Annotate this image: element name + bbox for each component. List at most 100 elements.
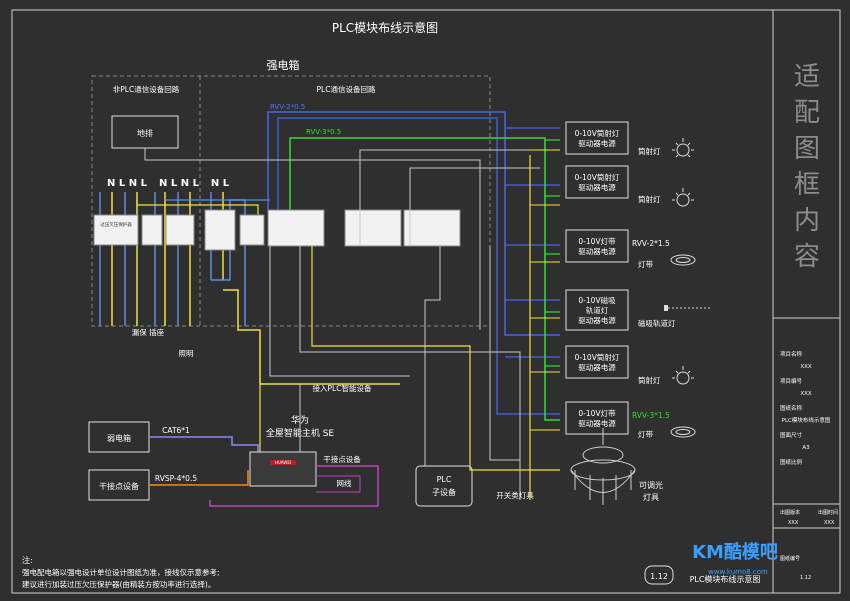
title-field-label: 图面尺寸	[780, 431, 803, 439]
cabinet-title: 强电箱	[267, 58, 300, 72]
driver-label: 驱动器电源	[578, 182, 616, 192]
driver-label: 驱动器电源	[578, 315, 616, 325]
huawei-logo	[270, 460, 296, 465]
network-label: 网线	[337, 478, 352, 488]
driver-box-3	[565, 229, 629, 263]
note-heading: 注:	[22, 555, 33, 565]
zone-plc-label: PLC通信设备回路	[317, 84, 376, 94]
nl-group-2-label: N L N L	[159, 178, 200, 189]
vertical-title-char: 容	[794, 242, 820, 272]
plc-green-route	[289, 137, 560, 421]
breaker-caption: 过压欠压保护器	[100, 221, 132, 228]
version-left-label: 出图版本	[780, 509, 800, 516]
driver-group	[565, 121, 629, 435]
cabinet-box	[91, 75, 491, 327]
driver-label: 0-10V筒射灯	[575, 172, 620, 182]
lamp-icons	[664, 138, 712, 438]
driver-label: 驱动器电源	[578, 138, 616, 148]
vertical-title-char: 配	[794, 98, 820, 128]
switch-lamp-label: 开关类灯具	[496, 490, 534, 500]
driver-box-2	[565, 165, 629, 199]
downlight-icon	[672, 366, 694, 385]
sheet-number: 1.12	[650, 572, 668, 581]
rvv-3-15-label: RVV-3*1.5	[632, 411, 670, 420]
watermark-url: www.kumo8.com	[708, 568, 768, 576]
weak-box-label: 弱电箱	[107, 433, 131, 443]
diagram-title: PLC模块布线示意图	[332, 20, 438, 35]
driver-box-4	[565, 289, 629, 331]
light-strip-icon	[670, 254, 696, 266]
leakage-socket-label: 漏保 插座	[132, 327, 165, 337]
note-line-2: 建议进行加装过压欠压保护器(由精装方按功率进行选择)。	[22, 579, 215, 589]
chandelier-icon	[570, 428, 636, 505]
title-field-value: XXX	[800, 364, 812, 370]
driver-box-6	[565, 401, 629, 435]
driver-box-1	[565, 121, 629, 155]
load-label: 筒射灯	[638, 375, 661, 385]
network-wire	[209, 465, 379, 507]
title-field-label: 项目名称	[780, 350, 803, 358]
host-badge: HUAWEI	[275, 460, 291, 465]
dimmable-lamp-label-line2: 灯具	[643, 492, 659, 502]
load-label: 灯带	[638, 259, 653, 269]
live-wires	[311, 149, 560, 500]
driver-label: 驱动器电源	[578, 362, 616, 372]
footer-title: PLC模块布线示意图	[690, 574, 761, 584]
rvv-green-label: RVV-3*0.5	[306, 128, 341, 136]
version-left-value: XXX	[788, 520, 799, 526]
title-field-label: 图纸名称	[780, 404, 803, 412]
title-field-value: XXX	[800, 391, 812, 397]
breaker-modules: 过压欠压保护器	[93, 209, 461, 251]
network-loop	[316, 475, 361, 493]
track-light-icon	[664, 305, 712, 311]
title-field-value: PLC模块布线示意图	[782, 416, 831, 424]
watermark-logo: KM酷模吧	[692, 541, 778, 563]
zone-non-plc-label: 非PLC通信设备回路	[113, 84, 180, 94]
vertical-title-char: 适	[794, 62, 820, 92]
driver-label: 0-10V灯带	[578, 236, 616, 246]
signal-wires	[144, 148, 540, 500]
plc-sub-box	[415, 465, 473, 507]
huawei-host-box	[249, 451, 317, 487]
downlight-icon	[672, 138, 694, 158]
sheet-number-badge	[644, 565, 674, 585]
load-label: 筒射灯	[638, 194, 661, 204]
driver-label: 驱动器电源	[578, 246, 616, 256]
rvsp-label: RVSP-4*0.5	[155, 474, 197, 483]
rvv-blue-label: RVV-2*0.5	[270, 103, 305, 111]
cat6-wire	[149, 436, 259, 452]
nl-group-1-label: N L N L	[107, 178, 148, 189]
sheet-no-label: 图纸编号	[780, 555, 800, 562]
dry-contact-label: 干接点设备	[323, 454, 361, 464]
sheet-no-value: 1.12	[800, 575, 811, 581]
title-field-value: A3	[802, 445, 810, 451]
plc-blue-route	[267, 111, 560, 415]
load-label: 磁吸轨道灯	[638, 318, 676, 328]
rvsp-wire	[149, 470, 249, 486]
version-right-label: 出图时间	[818, 509, 838, 516]
cat6-label: CAT6*1	[162, 426, 190, 435]
plc-sub-label-line2: 子设备	[432, 487, 456, 497]
title-field-label: 图纸比例	[780, 458, 803, 466]
vertical-title-char: 图	[794, 134, 820, 164]
driver-label: 0-10V磁吸	[578, 295, 616, 305]
load-label: 筒射灯	[638, 146, 661, 156]
driver-box-5	[565, 345, 629, 379]
rvv-2-15-label: RVV-2*1.5	[632, 239, 670, 248]
title-field-label: 项目编号	[780, 377, 803, 385]
vertical-title-char: 内	[794, 206, 820, 236]
driver-texts: 0-10V筒射灯驱动器电源0-10V筒射灯驱动器电源0-10V灯带驱动器电源0-…	[575, 128, 620, 428]
downlight-icon	[672, 188, 694, 207]
dry-contact-device-label: 干接点设备	[99, 481, 139, 491]
lighting-label: 照明	[179, 349, 194, 358]
driver-label: 0-10V灯带	[578, 408, 616, 418]
note-line-1: 强电配电箱以强电设计单位设计图纸为准，接线仅示意参考;	[22, 567, 220, 577]
driver-label: 0-10V筒射灯	[575, 128, 620, 138]
load-label: 灯带	[638, 429, 653, 439]
vertical-title-char: 框	[794, 170, 820, 200]
